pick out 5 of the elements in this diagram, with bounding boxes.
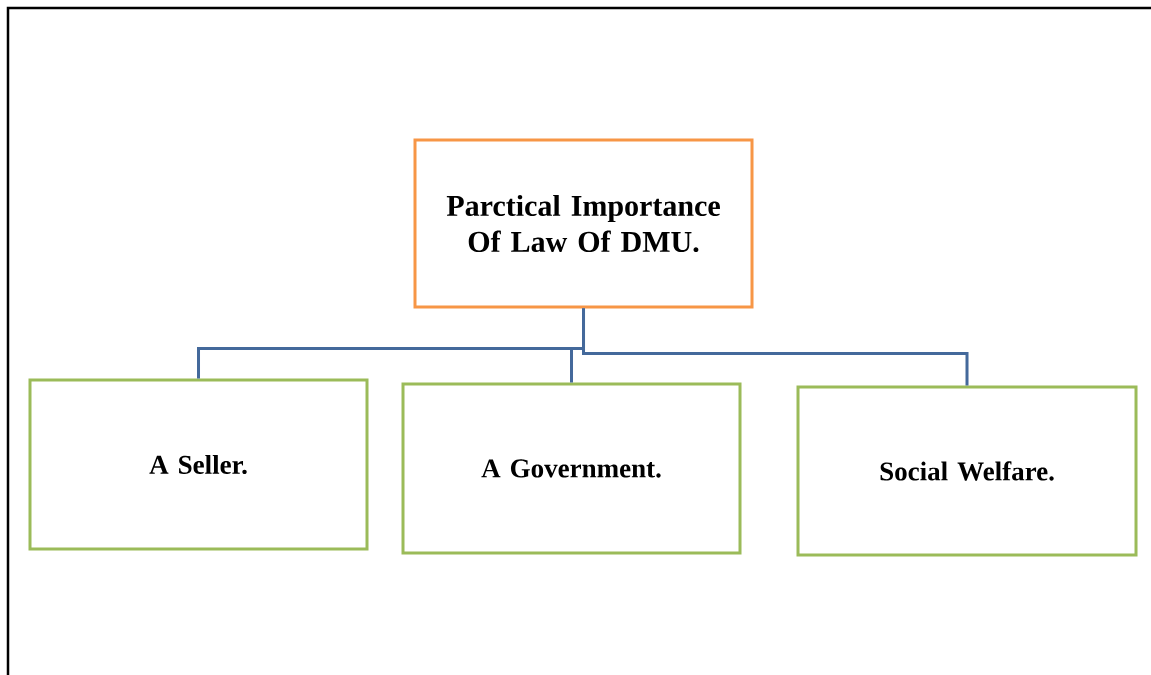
category-box: Social Welfare. xyxy=(796,385,1138,557)
title-box: Parctical Importance Of Law Of DMU. xyxy=(413,138,754,309)
category-box: A Seller. xyxy=(28,378,369,551)
connector xyxy=(582,308,969,386)
category-box: A Government. xyxy=(401,382,742,555)
